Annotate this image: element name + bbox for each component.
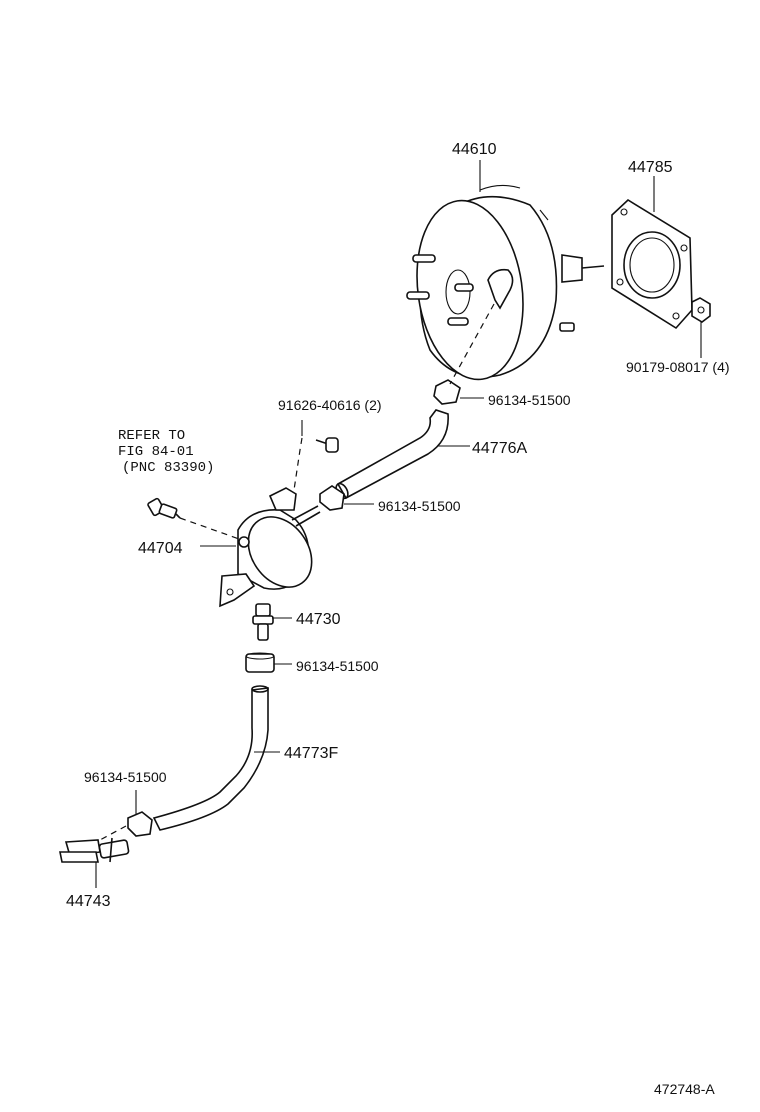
hose-clamp-low [245, 652, 275, 673]
hose-clamp-middle [319, 485, 345, 511]
label-tank: 44704 [138, 540, 183, 557]
label-refer-line1: REFER TO [118, 428, 185, 444]
label-hose-lower: 44773F [284, 745, 338, 762]
assembly-dashed-lines [99, 303, 495, 841]
label-gasket-plate: 44785 [628, 159, 673, 176]
label-booster: 44610 [452, 141, 497, 158]
vacuum-hose-44776a [335, 409, 449, 500]
label-clamp-low: 96134-51500 [296, 658, 379, 674]
hose-clamp-top [433, 379, 461, 405]
bolt-91626-40616 [315, 437, 339, 453]
label-refer-line2: FIG 84-01 [118, 444, 194, 460]
vacuum-tank-44704 [219, 487, 321, 608]
check-valve-44730 [252, 603, 274, 641]
label-nut: 90179-08017 (4) [626, 359, 730, 375]
gasket-plate-44785 [611, 198, 693, 330]
label-union: 44743 [66, 893, 111, 910]
label-hose-upper: 44776A [472, 440, 527, 457]
nut-90179-08017 [691, 297, 711, 323]
label-check-valve: 44730 [296, 611, 341, 628]
brake-booster-44610 [406, 184, 605, 381]
label-clamp-mid: 96134-51500 [378, 498, 461, 514]
label-clamp-top: 96134-51500 [488, 392, 571, 408]
figure-id: 472748-A [654, 1081, 715, 1097]
label-bolt: 91626-40616 (2) [278, 397, 382, 413]
vacuum-hose-44773f [152, 685, 269, 831]
hose-clamp-bottom [127, 811, 153, 837]
vacuum-sensor [147, 497, 181, 519]
leader-lines [95, 160, 702, 888]
union-44743 [59, 837, 130, 863]
label-refer-line3: (PNC 83390) [122, 460, 214, 476]
label-clamp-bottom: 96134-51500 [84, 769, 167, 785]
